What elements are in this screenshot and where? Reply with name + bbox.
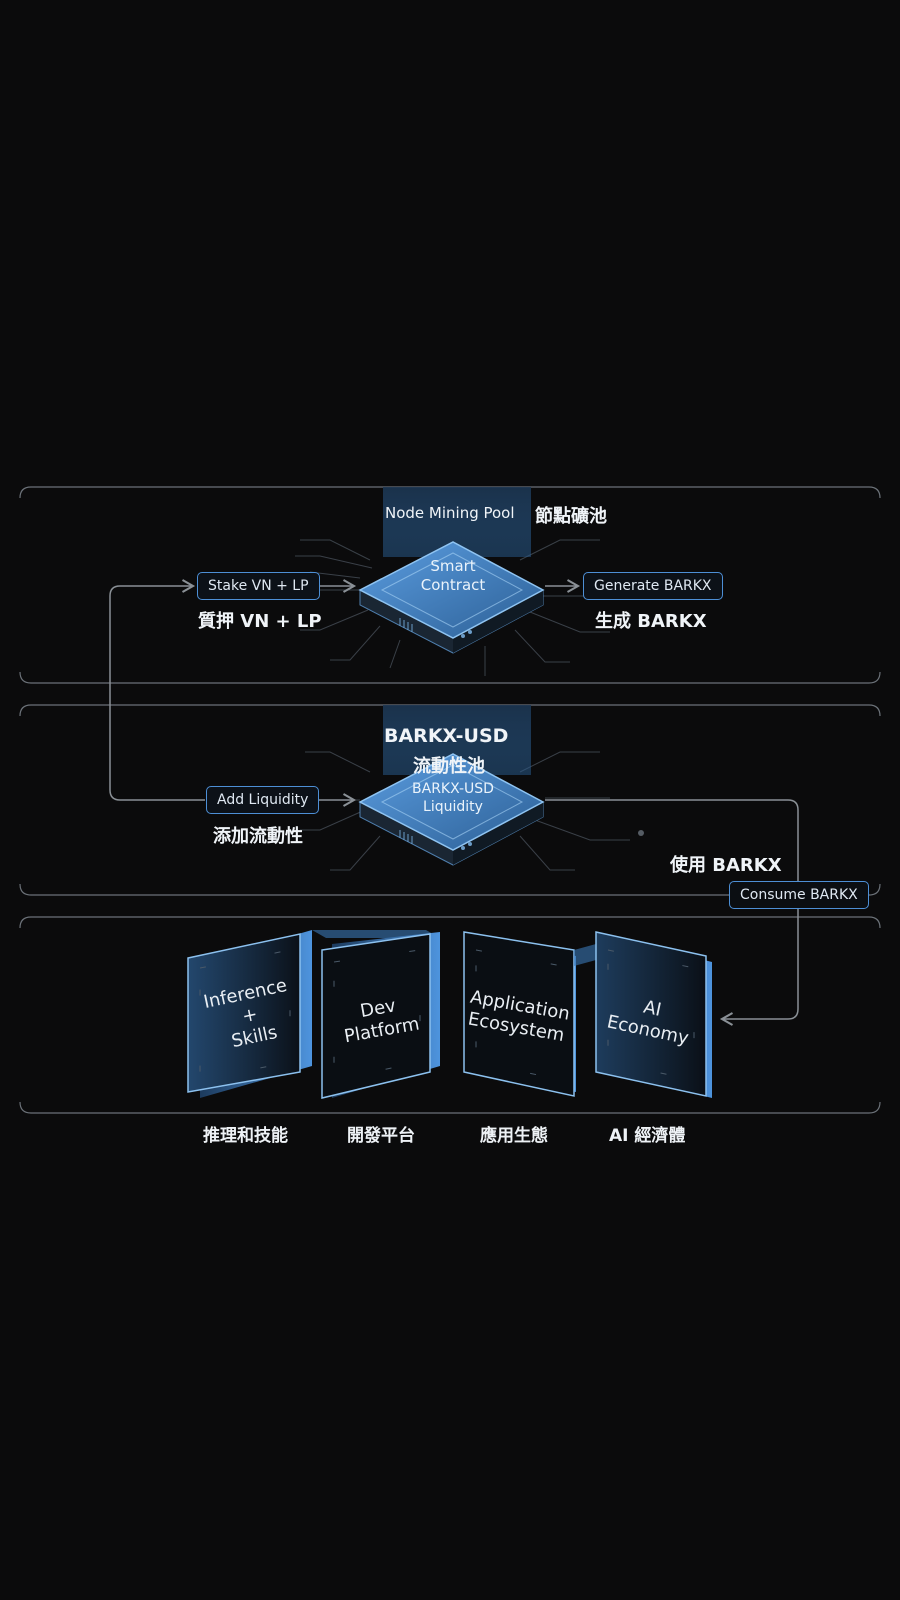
panel-ai-economy (595, 931, 712, 1098)
stake-label-zh: 質押 VN + LP (198, 611, 322, 632)
flow-arrows (109, 579, 799, 1026)
section-frame-apps (19, 916, 881, 1114)
add-liquidity-pill: Add Liquidity (206, 786, 320, 814)
arrow-loop-back (109, 579, 205, 801)
caption-ai-economy: AI 經濟體 (609, 1126, 686, 1146)
caption-dev: 開發平台 (347, 1126, 415, 1146)
chip-line-1: Smart (430, 557, 476, 575)
caption-application: 應用生態 (480, 1126, 548, 1146)
arrow-consume-to-ai-economy (545, 799, 799, 1026)
smart-contract-chip (358, 541, 545, 654)
circuit-traces-node (295, 539, 610, 676)
liquidity-chip (358, 753, 545, 866)
generate-pill: Generate BARKX (583, 572, 723, 600)
trace-node-dot (638, 830, 644, 836)
consume-pill: Consume BARKX (729, 881, 869, 909)
stake-pill: Stake VN + LP (197, 572, 320, 600)
liquidity-chip-label: BARKX-USD Liquidity (395, 780, 511, 816)
use-barkx-label-zh: 使用 BARKX (670, 855, 782, 876)
chip-line-2: Liquidity (423, 799, 483, 815)
panel-dev-platform (312, 930, 440, 1099)
panel-application-ecosystem (463, 931, 596, 1097)
add-liquidity-label-zh: 添加流動性 (213, 826, 303, 847)
caption-inference: 推理和技能 (203, 1126, 288, 1146)
liquidity-pool-title-zh: 流動性池 (413, 756, 485, 777)
chip-line-1: BARKX-USD (412, 781, 494, 797)
generate-label-zh: 生成 BARKX (595, 611, 707, 632)
panel-inference-skills (187, 930, 312, 1098)
smart-contract-label: Smart Contract (400, 557, 506, 595)
chip-line-2: Contract (420, 576, 486, 594)
liquidity-pool-title-en: BARKX-USD (384, 725, 509, 747)
circuit-traces-liquidity (300, 751, 630, 871)
node-pool-title-zh: 節點礦池 (535, 506, 607, 527)
node-pool-title-en: Node Mining Pool (385, 504, 515, 522)
